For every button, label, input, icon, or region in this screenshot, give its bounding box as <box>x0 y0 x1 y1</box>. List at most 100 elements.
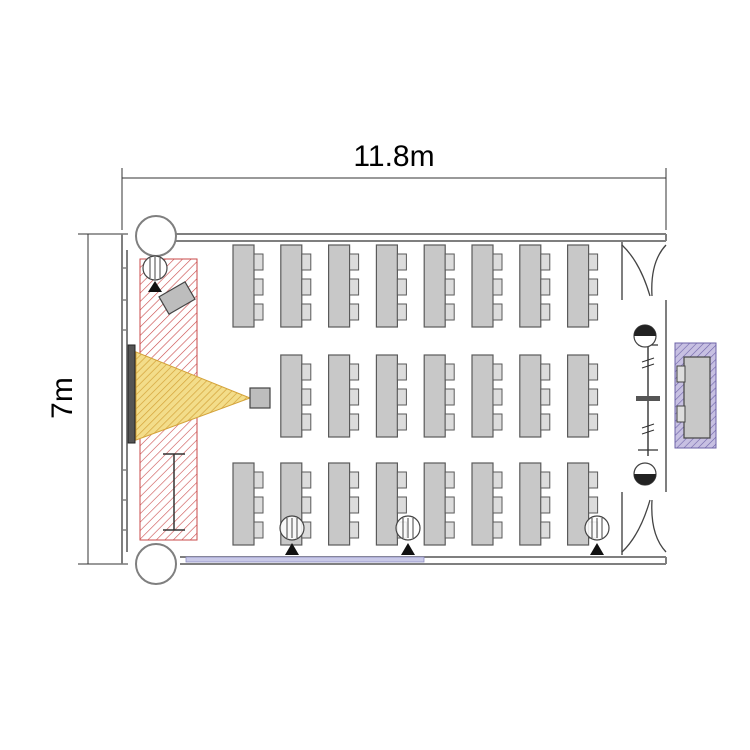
chair <box>540 521 551 539</box>
chair <box>588 471 599 489</box>
chair <box>301 413 312 431</box>
wall-ticks <box>123 267 126 531</box>
chair <box>301 303 312 321</box>
chair <box>444 496 455 514</box>
chair <box>349 253 360 271</box>
desk <box>423 462 455 546</box>
desk-top <box>471 244 494 328</box>
chair <box>396 496 407 514</box>
stand <box>163 453 185 531</box>
chair <box>396 471 407 489</box>
chair <box>540 413 551 431</box>
desk-top <box>519 462 542 546</box>
chair <box>492 388 503 406</box>
desk <box>471 462 503 546</box>
chair <box>301 363 312 381</box>
chair <box>540 363 551 381</box>
speaker-icon <box>395 515 421 555</box>
chair <box>349 278 360 296</box>
chair <box>588 253 599 271</box>
chair <box>444 278 455 296</box>
desk <box>519 354 551 438</box>
chair <box>301 471 312 489</box>
chair <box>588 413 599 431</box>
desk <box>471 244 503 328</box>
chair <box>588 363 599 381</box>
desk-top <box>375 462 398 546</box>
chair <box>349 521 360 539</box>
chair <box>444 363 455 381</box>
chair <box>349 388 360 406</box>
chair <box>396 253 407 271</box>
desk-top <box>423 462 446 546</box>
chair <box>492 278 503 296</box>
chair <box>301 496 312 514</box>
desk-top <box>566 244 590 328</box>
chair <box>444 521 455 539</box>
desk-top <box>375 244 398 328</box>
desk-top <box>375 354 398 438</box>
chair <box>588 303 599 321</box>
room-walls <box>121 233 667 565</box>
desk-top <box>519 354 542 438</box>
chair <box>540 303 551 321</box>
desk-top <box>328 462 351 546</box>
desk-top <box>423 244 446 328</box>
desk-top <box>232 244 255 328</box>
floor-strip <box>185 556 425 563</box>
chair <box>444 303 455 321</box>
chair <box>349 471 360 489</box>
door-icon <box>621 244 667 553</box>
whiteboard <box>127 344 136 444</box>
chair <box>540 388 551 406</box>
desk-top <box>471 462 494 546</box>
desk-top <box>328 354 351 438</box>
width-label: 11.8m <box>353 140 434 173</box>
speaker-icon <box>279 515 305 555</box>
desk-top <box>328 244 351 328</box>
chair <box>253 471 264 489</box>
desk <box>328 354 360 438</box>
desk <box>328 244 360 328</box>
chair <box>492 303 503 321</box>
chair <box>349 303 360 321</box>
chair <box>492 496 503 514</box>
side-cabinet-desk <box>683 356 711 439</box>
projection-cone <box>135 351 252 441</box>
chair <box>588 496 599 514</box>
chair <box>540 253 551 271</box>
chair <box>396 363 407 381</box>
chair <box>492 253 503 271</box>
chair <box>396 278 407 296</box>
desk-grid <box>232 244 599 546</box>
chair <box>588 278 599 296</box>
chair <box>444 471 455 489</box>
desk-top <box>471 354 494 438</box>
side-cabinet-chairs <box>676 365 686 423</box>
chair <box>253 278 264 296</box>
chair <box>492 413 503 431</box>
desk <box>566 244 599 328</box>
desk <box>232 462 264 546</box>
desk <box>423 244 455 328</box>
lectern <box>158 281 196 315</box>
chair <box>492 363 503 381</box>
desk <box>375 244 407 328</box>
desk <box>423 354 455 438</box>
desk <box>519 462 551 546</box>
desk <box>280 354 312 438</box>
right-fixtures <box>636 336 660 456</box>
chair <box>301 253 312 271</box>
chair <box>396 413 407 431</box>
chair <box>301 278 312 296</box>
chair <box>396 303 407 321</box>
desk <box>566 354 599 438</box>
desk <box>375 462 407 546</box>
chair <box>253 521 264 539</box>
desk-top <box>423 354 446 438</box>
chair <box>588 388 599 406</box>
speaker-icon <box>633 324 657 486</box>
chair <box>253 496 264 514</box>
chair <box>301 388 312 406</box>
